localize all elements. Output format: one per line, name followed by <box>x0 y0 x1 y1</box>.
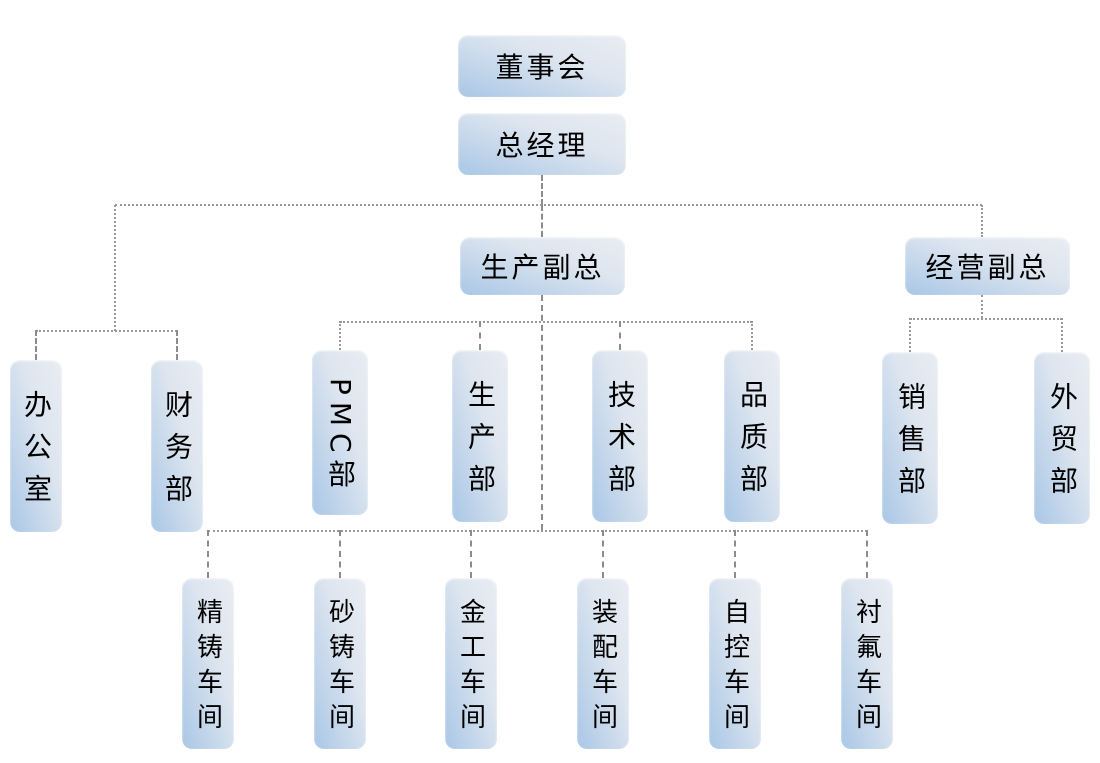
node-metalwork-workshop: 金工车间 <box>445 578 497 749</box>
connector-workshop-drop <box>470 530 472 578</box>
node-office-dept: 办公室 <box>10 360 62 532</box>
node-sales-dept: 销售部 <box>882 352 938 524</box>
node-board-of-directors: 董事会 <box>458 35 626 97</box>
connector-ops-horizontal <box>910 318 1062 320</box>
node-foreign-trade-dept: 外贸部 <box>1034 352 1090 524</box>
node-sand-casting-workshop: 砂铸车间 <box>314 578 366 749</box>
node-production-dept: 生产部 <box>452 350 508 522</box>
connector-production-vp-top <box>541 205 543 237</box>
connector-admin-branch <box>114 205 116 331</box>
connector-workshop-drop <box>602 530 604 578</box>
connector-workshop-drop <box>866 530 868 578</box>
node-assembly-workshop: 装配车间 <box>577 578 629 749</box>
connector-main-horizontal <box>115 204 982 206</box>
connector-operations-vp-top <box>981 205 983 237</box>
node-finance-dept: 财务部 <box>151 360 203 532</box>
node-operations-vp: 经营副总 <box>905 237 1070 295</box>
connector-finance-drop <box>176 330 178 360</box>
connector-production-drop <box>479 321 481 350</box>
node-general-manager: 总经理 <box>458 113 626 175</box>
node-tech-dept: 技术部 <box>592 350 648 522</box>
connector-gm-down <box>541 175 543 205</box>
node-automation-workshop: 自控车间 <box>709 578 761 749</box>
node-precision-casting-workshop: 精铸车间 <box>182 578 234 749</box>
connector-dept-horizontal <box>340 321 752 323</box>
connector-sales-drop <box>909 318 911 352</box>
node-pmc-dept: PMC部 <box>312 350 368 515</box>
node-quality-dept: 品质部 <box>724 350 780 522</box>
connector-workshop-drop <box>207 530 209 578</box>
connector-tech-drop <box>619 321 621 350</box>
connector-trade-drop <box>1061 318 1063 352</box>
node-production-vp: 生产副总 <box>460 237 625 295</box>
connector-workshop-drop <box>339 530 341 578</box>
connector-pmc-drop <box>339 321 341 350</box>
connector-admin-horizontal <box>36 330 177 332</box>
connector-office-drop <box>35 330 37 360</box>
connector-workshop-horizontal <box>208 530 867 532</box>
connector-workshop-drop <box>734 530 736 578</box>
connector-operations-vp-down <box>981 295 983 318</box>
node-fluorine-lining-workshop: 衬氟车间 <box>841 578 893 749</box>
connector-production-vp-down <box>541 295 543 530</box>
connector-quality-drop <box>751 321 753 350</box>
